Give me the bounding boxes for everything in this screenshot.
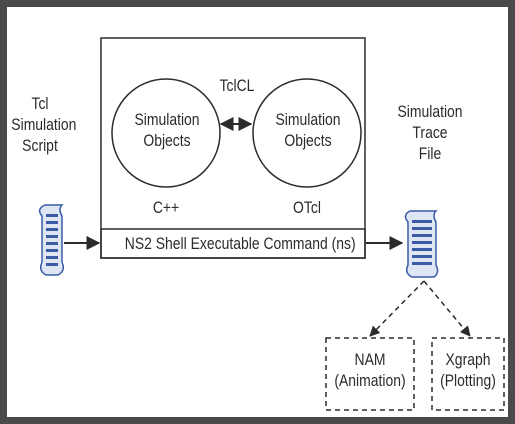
tcl-script-label: Tcl Simulation Script bbox=[11, 93, 77, 156]
xgraph-label-line1: Xgraph bbox=[445, 350, 491, 369]
nam-label: NAM (Animation) bbox=[334, 349, 406, 391]
tcl-script-label-line2: Simulation bbox=[11, 115, 77, 134]
right-object-line2: Objects bbox=[284, 131, 332, 150]
right-object-line1: Simulation bbox=[275, 110, 341, 129]
trace-file-label-line2: Trace bbox=[412, 123, 448, 142]
command-box bbox=[100, 228, 366, 259]
trace-to-xgraph-arrow bbox=[423, 280, 471, 337]
otcl-label: OTcl bbox=[293, 198, 321, 217]
command-label: NS2 Shell Executable Command (ns) bbox=[124, 234, 356, 253]
left-object-label: Simulation Objects bbox=[134, 109, 200, 151]
right-object-circle bbox=[252, 78, 362, 188]
trace-file-label: Simulation Trace File bbox=[393, 101, 467, 164]
trace-file-label-line1: Simulation bbox=[397, 102, 463, 121]
tcl-script-label-line1: Tcl bbox=[31, 94, 49, 113]
xgraph-label-line2: (Plotting) bbox=[440, 371, 496, 390]
xgraph-label: Xgraph (Plotting) bbox=[438, 349, 497, 391]
nam-label-line2: (Animation) bbox=[334, 371, 406, 390]
trace-to-nam-arrow bbox=[369, 280, 425, 337]
right-object-label: Simulation Objects bbox=[275, 109, 341, 151]
left-object-circle bbox=[111, 78, 221, 188]
tcl-script-label-line3: Script bbox=[22, 136, 58, 155]
trace-file-label-line3: File bbox=[418, 144, 442, 163]
script-scroll-icon bbox=[38, 204, 65, 276]
tclcl-label: TclCL bbox=[219, 76, 255, 95]
trace-scroll-icon bbox=[404, 210, 439, 278]
xgraph-box bbox=[431, 337, 505, 411]
nam-box bbox=[325, 337, 415, 411]
cpp-label: C++ bbox=[152, 198, 180, 217]
nam-label-line1: NAM bbox=[354, 350, 386, 369]
left-object-line2: Objects bbox=[143, 131, 191, 150]
left-object-line1: Simulation bbox=[134, 110, 200, 129]
